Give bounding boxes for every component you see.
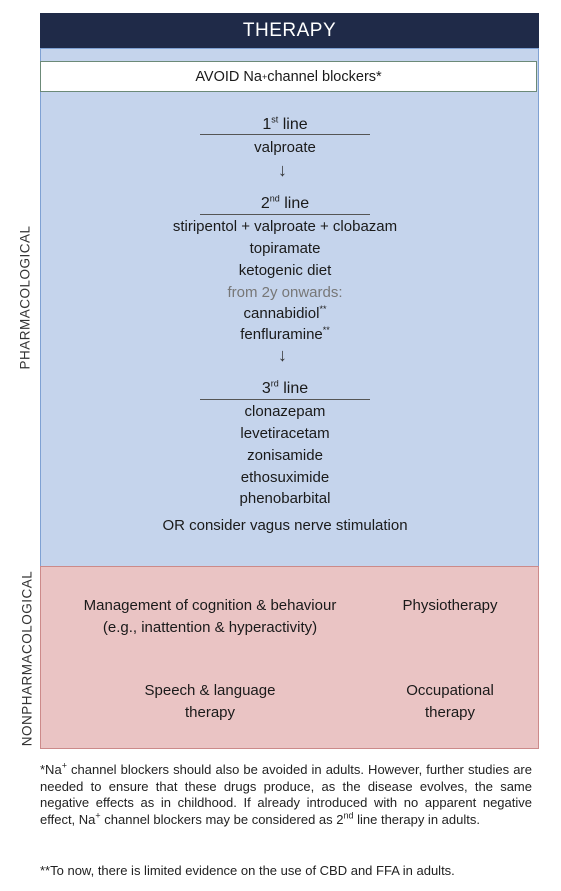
cognition-line2: (e.g., inattention & hyperactivity) [102, 619, 318, 636]
vns-alternative: OR consider vagus nerve stimulation [162, 517, 408, 534]
second-line-rule [200, 214, 370, 215]
footnote-1-sup: + [95, 810, 101, 821]
second-line-heading: 2nd line [200, 193, 370, 213]
third-line-drug: zonisamide [247, 447, 323, 464]
third-line-drug: ethosuximide [240, 469, 330, 486]
speech-line1: Speech & language [144, 682, 276, 699]
third-line-rule [200, 399, 370, 400]
third-line-word: line [278, 380, 309, 397]
footnote-1-part: *Na [40, 762, 62, 777]
cognition-line1: Management of cognition & behaviour [83, 597, 337, 614]
first-line-rule [200, 134, 370, 135]
avoid-box: AVOID Na+ channel blockers* [40, 61, 537, 92]
third-line-drug: phenobarbital [239, 490, 331, 507]
first-line-num: 1 [262, 116, 272, 133]
second-line-drug: topiramate [249, 240, 321, 257]
footnote-1-part: channel blockers should also be avoided … [40, 762, 532, 827]
third-line-num: 3 [261, 380, 271, 397]
first-line-heading: 1st line [200, 114, 370, 134]
age-drug-marker: ** [319, 304, 327, 314]
third-line-sup: rd [270, 378, 279, 389]
nonpharmacological-panel [40, 566, 539, 749]
footnote-2: **To now, there is limited evidence on t… [40, 863, 455, 878]
age-drug-marker: ** [322, 325, 330, 335]
footnote-1-sup: + [61, 760, 67, 771]
pharmacological-label: PHARMACOLOGICAL [17, 225, 33, 370]
first-line-drug: valproate [254, 139, 316, 156]
avoid-suffix: channel blockers* [267, 68, 382, 85]
occupational-line1: Occupational [406, 682, 494, 699]
footnote-1-sup: nd [343, 810, 354, 821]
occupational-line2: therapy [424, 704, 476, 721]
second-line-word: line [279, 195, 310, 212]
therapy-header: THERAPY [40, 13, 539, 48]
third-line-drug: clonazepam [244, 403, 326, 420]
third-line-heading: 3rd line [200, 378, 370, 398]
second-line-num: 2 [260, 195, 270, 212]
arrow-down-icon: ↓ [278, 160, 287, 180]
header-title: THERAPY [242, 19, 337, 41]
age-drug: fenfluramine** [100, 325, 470, 344]
first-line-sup: st [271, 114, 279, 125]
age-drug-name: fenfluramine [240, 326, 323, 343]
footnote-1-part: channel blockers may be considered as 2 [100, 811, 344, 827]
nonpharmacological-label: NONPHARMACOLOGICAL [19, 570, 35, 747]
footnote-1: *Na+ channel blockers should also be avo… [40, 760, 532, 828]
second-line-drug: stiripentol + valproate + clobazam [172, 218, 398, 235]
speech-line2: therapy [184, 704, 236, 721]
second-line-drug: ketogenic diet [238, 262, 332, 279]
third-line-drug: levetiracetam [240, 425, 330, 442]
physiotherapy: Physiotherapy [402, 597, 498, 614]
avoid-prefix: AVOID Na [195, 68, 262, 85]
footnote-1-part: line therapy in adults. [353, 811, 480, 827]
second-line-sup: nd [269, 193, 280, 204]
age-drug: cannabidiol** [100, 304, 470, 323]
first-line-word: line [278, 116, 308, 133]
age-note: from 2y onwards: [227, 284, 343, 301]
arrow-down-icon: ↓ [278, 345, 287, 365]
age-drug-name: cannabidiol [243, 305, 320, 322]
